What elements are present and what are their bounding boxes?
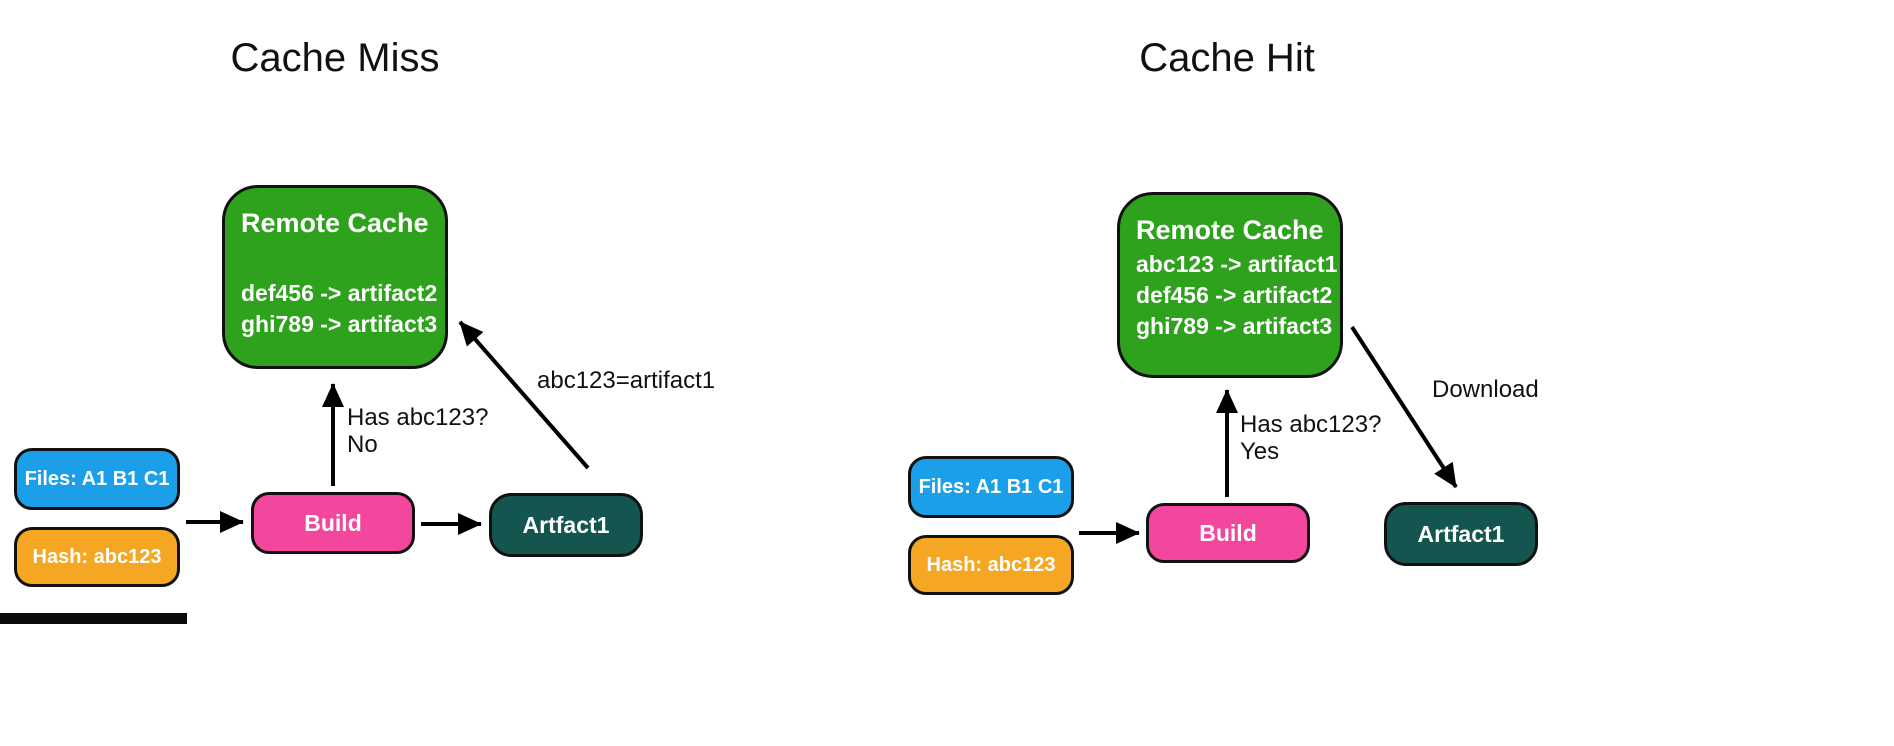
has-query-label-miss: Has abc123? [347,404,489,431]
remote-cache-box-hit: Remote Cache abc123 -> artifact1 def456 … [1117,192,1343,378]
download-label-hit: Download [1432,376,1539,403]
upload-label-miss: abc123=artifact1 [537,367,716,394]
arrow-cache-to-artifact-download [1350,325,1458,489]
remote-cache-title: Remote Cache [1136,215,1324,245]
cache-entry: def456 -> artifact2 [241,280,438,306]
cache-entry: abc123 -> artifact1 [1136,251,1338,277]
cache-entry: def456 -> artifact2 [1136,282,1333,308]
has-answer-label-hit: Yes [1240,438,1280,465]
cache-entry: ghi789 -> artifact3 [1136,313,1333,339]
hash-box-miss: Hash: abc123 [14,527,180,587]
remote-cache-box-miss: Remote Cache def456 -> artifact2 ghi789 … [222,185,448,369]
cache-entry: ghi789 -> artifact3 [241,311,438,337]
arrow-artifact-to-cache-upload [458,320,590,470]
has-answer-label-miss: No [347,431,378,458]
artifact-box-hit: Artfact1 [1384,502,1538,566]
panel-title-cache-hit: Cache Hit [1139,36,1315,80]
panel-title-cache-miss: Cache Miss [230,36,440,80]
remote-cache-title: Remote Cache [241,208,429,238]
artifact-box-miss: Artfact1 [489,493,643,557]
cache-entry-list: def456 -> artifact2 ghi789 -> artifact3 [241,278,438,340]
cache-entry-list: abc123 -> artifact1 def456 -> artifact2 … [1136,249,1338,342]
bottom-edge-bar [0,613,187,624]
hash-box-hit: Hash: abc123 [908,535,1074,595]
has-query-label-hit: Has abc123? [1240,411,1382,438]
build-box-miss: Build [251,492,415,554]
files-box-hit: Files: A1 B1 C1 [908,456,1074,518]
files-box-miss: Files: A1 B1 C1 [14,448,180,510]
build-box-hit: Build [1146,503,1310,563]
